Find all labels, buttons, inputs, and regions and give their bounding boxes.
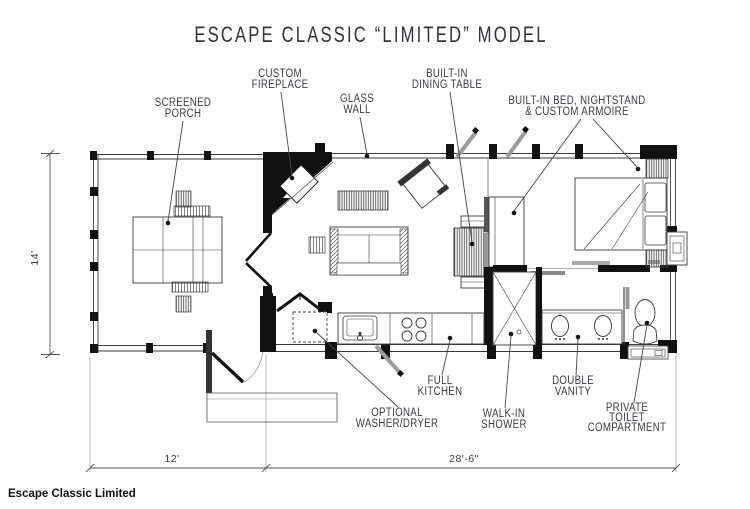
kitchen-sink bbox=[342, 315, 378, 341]
plan-title: ESCAPE CLASSIC “LIMITED” MODEL bbox=[194, 23, 547, 48]
built-in-bed bbox=[574, 177, 668, 251]
svg-text:KITCHEN: KITCHEN bbox=[418, 385, 463, 398]
leader-lines bbox=[165, 91, 650, 409]
custom-fireplace bbox=[263, 152, 334, 216]
svg-text:COMPARTMENT: COMPARTMENT bbox=[588, 421, 667, 434]
svg-text:BUILT-IN BED, NIGHTSTAND: BUILT-IN BED, NIGHTSTAND bbox=[508, 94, 645, 107]
footer-model-name: Escape Classic Limited bbox=[8, 488, 136, 500]
label-washer-dryer: OPTIONAL WASHER/DRYER bbox=[356, 406, 439, 430]
svg-text:SCREENED: SCREENED bbox=[155, 96, 211, 109]
label-bed-armoire: BUILT-IN BED, NIGHTSTAND & CUSTOM ARMOIR… bbox=[508, 94, 645, 118]
svg-text:WASHER/DRYER: WASHER/DRYER bbox=[356, 417, 439, 430]
porch-stool-bottom bbox=[175, 295, 192, 313]
label-walk-in-shower: WALK-IN SHOWER bbox=[481, 407, 527, 431]
label-custom-fireplace: CUSTOM FIREPLACE bbox=[252, 67, 309, 91]
svg-text:& CUSTOM ARMOIRE: & CUSTOM ARMOIRE bbox=[525, 105, 629, 118]
svg-text:PRIVATE: PRIVATE bbox=[606, 401, 648, 414]
svg-text:PORCH: PORCH bbox=[165, 107, 202, 120]
svg-text:TOILET: TOILET bbox=[609, 411, 645, 424]
label-dining-table: BUILT-IN DINING TABLE bbox=[412, 67, 482, 91]
double-vanity bbox=[541, 309, 623, 345]
porch-table bbox=[132, 216, 223, 284]
sofa bbox=[329, 226, 409, 276]
label-glass-wall: GLASS WALL bbox=[340, 92, 374, 116]
toilet-compartment bbox=[623, 287, 669, 360]
porch-bench-top bbox=[173, 205, 211, 217]
media-console bbox=[337, 190, 389, 211]
svg-text:CUSTOM: CUSTOM bbox=[258, 67, 302, 80]
custom-armoire bbox=[484, 159, 525, 345]
washer-dryer-closet bbox=[260, 292, 332, 352]
entry-deck bbox=[206, 392, 338, 423]
svg-text:DINING TABLE: DINING TABLE bbox=[412, 78, 482, 91]
svg-text:DOUBLE: DOUBLE bbox=[552, 374, 594, 387]
armoire-niche bbox=[666, 231, 688, 266]
svg-text:SHOWER: SHOWER bbox=[481, 418, 527, 431]
dimension-lines: 14' 12' 28'-6" bbox=[29, 149, 681, 473]
svg-text:FIREPLACE: FIREPLACE bbox=[252, 78, 309, 91]
dim-porch-width: 12' bbox=[164, 453, 179, 465]
svg-text:WALK-IN: WALK-IN bbox=[483, 407, 525, 420]
label-private-toilet: PRIVATE TOILET COMPARTMENT bbox=[588, 401, 667, 434]
nightstand-bottom bbox=[645, 249, 669, 268]
side-table bbox=[308, 236, 326, 254]
porch-stool-top bbox=[175, 190, 192, 208]
dim-depth: 14' bbox=[29, 250, 41, 265]
svg-text:FULL: FULL bbox=[427, 374, 452, 387]
porch-screen-door bbox=[206, 330, 264, 393]
svg-text:OPTIONAL: OPTIONAL bbox=[371, 406, 423, 419]
nightstand-top bbox=[645, 158, 669, 179]
porch-bench-bottom bbox=[171, 281, 209, 293]
cooktop bbox=[401, 317, 427, 342]
svg-text:BUILT-IN: BUILT-IN bbox=[426, 67, 468, 80]
label-screened-porch: SCREENED PORCH bbox=[155, 96, 211, 120]
built-in-dining-table bbox=[453, 215, 490, 289]
svg-text:GLASS: GLASS bbox=[340, 92, 374, 105]
window-opening-indicators bbox=[374, 125, 530, 378]
dim-main-width: 28'-6" bbox=[449, 453, 479, 465]
plan-title-text: ESCAPE CLASSIC “LIMITED” MODEL bbox=[194, 23, 547, 48]
label-double-vanity: DOUBLE VANITY bbox=[552, 374, 594, 398]
svg-text:WALL: WALL bbox=[343, 103, 370, 116]
label-full-kitchen: FULL KITCHEN bbox=[418, 374, 463, 398]
armchair bbox=[397, 158, 450, 209]
svg-text:VANITY: VANITY bbox=[555, 385, 591, 398]
walk-in-shower bbox=[492, 267, 542, 346]
